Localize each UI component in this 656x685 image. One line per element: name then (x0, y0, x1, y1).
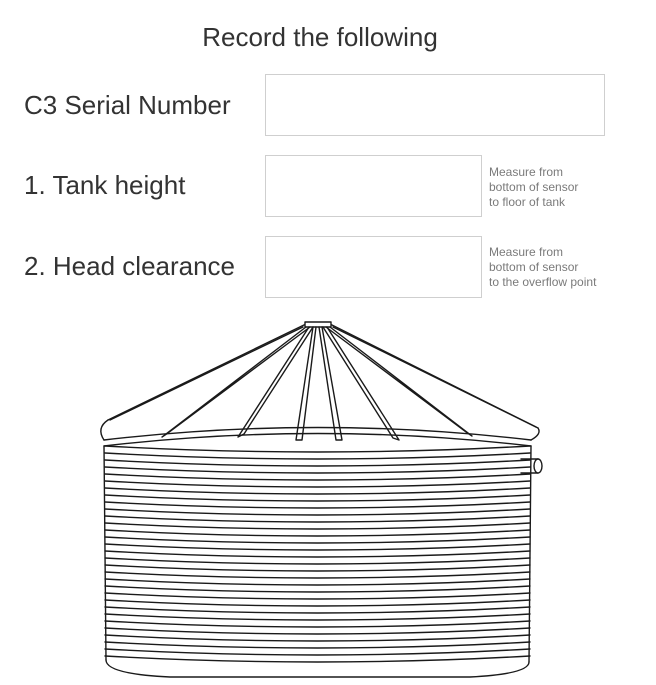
tank-corrugation-line (104, 606, 531, 614)
tank-corrugation-line (104, 592, 531, 600)
tank-corrugation-line (104, 522, 531, 530)
tank-roof-edge (100, 419, 109, 441)
tank-height-note-line: Measure from (489, 165, 564, 179)
head-clearance-note: Measure from bottom of sensor to the ove… (489, 245, 596, 290)
tank-corrugation-line (104, 543, 531, 551)
tank-height-label: 1. Tank height (24, 170, 186, 200)
tank-corrugation-line (104, 641, 531, 649)
tank-corrugation-line (104, 494, 531, 502)
serial-number-input[interactable] (265, 74, 605, 136)
tank-roof-cap (304, 321, 332, 328)
tank-roof-edge (530, 427, 540, 441)
tank-corrugation-line (104, 452, 531, 460)
tank-corrugation-line (104, 536, 531, 544)
tank-rim (103, 432, 532, 447)
tank-corrugation-line (104, 599, 531, 607)
page-title: Record the following (202, 22, 438, 52)
tank-roof-rib (325, 326, 473, 437)
tank-roof-rib (318, 326, 343, 441)
head-clearance-note-line: to the overflow point (489, 275, 597, 289)
tank-corrugation-line (104, 634, 531, 642)
tank-corrugation-line (104, 445, 531, 453)
head-clearance-note-line: bottom of sensor (489, 260, 579, 274)
tank-corrugation-line (104, 578, 531, 586)
tank-wall (103, 445, 107, 661)
tank-corrugation-line (104, 620, 531, 628)
tank-base (105, 659, 530, 678)
tank-corrugation-line (104, 564, 531, 572)
tank-corrugation-line (104, 648, 531, 656)
tank-height-note: Measure from bottom of sensor to floor o… (489, 165, 578, 210)
tank-corrugation-line (104, 473, 531, 481)
tank-roof-rib (161, 326, 311, 438)
tank-roof-rib (322, 326, 400, 441)
tank-roof-edge (107, 323, 539, 429)
tank-roof-rib (295, 326, 317, 441)
tank-corrugation-line (104, 508, 531, 516)
head-clearance-input[interactable] (265, 236, 482, 298)
tank-corrugation-line (104, 571, 531, 579)
tank-corrugation-line (104, 550, 531, 558)
tank-corrugation-line (104, 655, 531, 663)
tank-corrugations (104, 445, 531, 663)
tank-corrugation-line (104, 466, 531, 474)
tank-corrugation-line (104, 459, 531, 467)
tank-rim (103, 426, 532, 441)
tank-wall (528, 445, 532, 663)
tank-height-note-line: to floor of tank (489, 195, 566, 209)
tank-roof-rib (332, 326, 537, 428)
tank-corrugation-line (104, 529, 531, 537)
tank-height-note-line: bottom of sensor (489, 180, 579, 194)
tank-roof-rib (237, 326, 314, 438)
tank-corrugation-line (104, 480, 531, 488)
tank-corrugation-line (104, 557, 531, 565)
tank-corrugation-line (104, 515, 531, 523)
tank-corrugation-line (104, 501, 531, 509)
tank-roof-rib (109, 326, 304, 421)
serial-number-label: C3 Serial Number (24, 90, 231, 120)
head-clearance-note-line: Measure from (489, 245, 564, 259)
tank-corrugation-line (104, 627, 531, 635)
tank-corrugation-line (104, 585, 531, 593)
tank-overflow-pipe (520, 458, 539, 474)
tank-height-input[interactable] (265, 155, 482, 217)
tank-corrugation-line (104, 487, 531, 495)
tank-corrugation-line (104, 613, 531, 621)
tank-overflow-pipe (533, 458, 543, 474)
head-clearance-label: 2. Head clearance (24, 251, 236, 281)
